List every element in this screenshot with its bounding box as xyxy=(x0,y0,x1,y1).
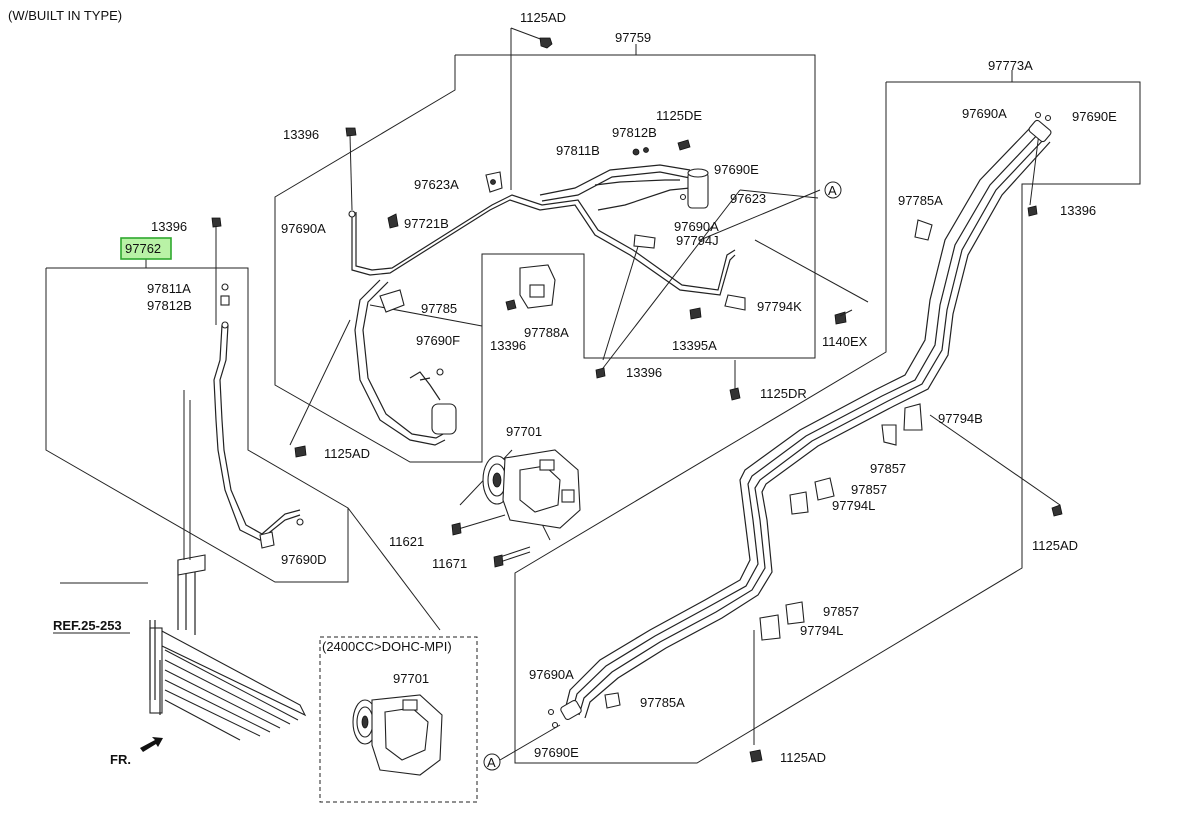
svg-text:97623: 97623 xyxy=(730,191,766,206)
muffler-97690F xyxy=(409,371,457,435)
svg-text:97794K: 97794K xyxy=(757,299,802,314)
svg-text:97794L: 97794L xyxy=(832,498,875,513)
svg-text:97812B: 97812B xyxy=(147,298,192,313)
insulator-97788A xyxy=(519,264,556,309)
svg-text:97857: 97857 xyxy=(823,604,859,619)
svg-text:A: A xyxy=(487,755,496,770)
pipe-97773A xyxy=(547,111,1063,763)
header-note: (W/BUILT IN TYPE) xyxy=(8,8,122,23)
svg-text:97701: 97701 xyxy=(506,424,542,439)
svg-text:97721B: 97721B xyxy=(404,216,449,231)
bracket-97623A xyxy=(485,171,503,193)
svg-text:11621: 11621 xyxy=(389,534,424,549)
svg-text:97690F: 97690F xyxy=(416,333,460,348)
receiver-drier-97623 xyxy=(687,168,709,209)
svg-text:97794B: 97794B xyxy=(938,411,983,426)
variant-box-outline xyxy=(319,636,478,803)
condenser-ref-25-253 xyxy=(149,390,307,741)
svg-text:97811A: 97811A xyxy=(147,281,191,296)
svg-text:97811B: 97811B xyxy=(556,143,600,158)
svg-text:97690E: 97690E xyxy=(534,745,579,760)
svg-text:97759: 97759 xyxy=(615,30,651,45)
svg-text:97701: 97701 xyxy=(393,671,429,686)
svg-text:11671: 11671 xyxy=(432,556,467,571)
svg-text:1125AD: 1125AD xyxy=(520,10,566,25)
svg-text:1125AD: 1125AD xyxy=(324,446,370,461)
group-97762-outline xyxy=(45,258,349,583)
svg-text:1140EX: 1140EX xyxy=(822,334,868,349)
callout-labels: 1125AD 97759 97773A 13396 13396 97762 97… xyxy=(53,10,1117,767)
svg-text:13396: 13396 xyxy=(151,219,187,234)
svg-text:97785: 97785 xyxy=(421,301,457,316)
marker-a-1: A xyxy=(824,181,842,199)
svg-text:97785A: 97785A xyxy=(898,193,943,208)
group-97773A-outline xyxy=(514,70,1141,764)
svg-text:13396: 13396 xyxy=(626,365,662,380)
svg-text:97690A: 97690A xyxy=(962,106,1007,121)
svg-text:97788A: 97788A xyxy=(524,325,569,340)
svg-text:1125AD: 1125AD xyxy=(1032,538,1078,553)
svg-text:97794J: 97794J xyxy=(676,233,719,248)
compressor-97701 xyxy=(451,449,581,568)
svg-text:97623A: 97623A xyxy=(414,177,459,192)
svg-text:13396: 13396 xyxy=(490,338,526,353)
svg-text:97690E: 97690E xyxy=(1072,109,1117,124)
variant-label: (2400CC>DOHC-MPI) xyxy=(322,639,452,654)
svg-text:97812B: 97812B xyxy=(612,125,657,140)
svg-text:97773A: 97773A xyxy=(988,58,1033,73)
leader-lines xyxy=(60,27,1061,761)
svg-text:A: A xyxy=(828,183,837,198)
svg-text:97794L: 97794L xyxy=(800,623,843,638)
pipe-suction-hose xyxy=(351,164,736,446)
svg-text:1125AD: 1125AD xyxy=(780,750,826,765)
svg-text:97690E: 97690E xyxy=(714,162,759,177)
svg-text:97690D: 97690D xyxy=(281,552,327,567)
svg-text:97785A: 97785A xyxy=(640,695,685,710)
highlight-box-97762 xyxy=(120,237,172,260)
fr-label: FR. xyxy=(110,752,131,767)
label-97762: 97762 xyxy=(125,241,161,256)
svg-text:1125DE: 1125DE xyxy=(656,108,702,123)
compressor-97701-variant xyxy=(352,694,443,776)
svg-text:13395A: 13395A xyxy=(672,338,717,353)
svg-text:97690A: 97690A xyxy=(281,221,326,236)
fr-arrow-icon xyxy=(140,737,163,752)
marker-a-2: A xyxy=(483,753,501,771)
svg-text:13396: 13396 xyxy=(1060,203,1096,218)
svg-text:97690A: 97690A xyxy=(674,219,719,234)
svg-text:97857: 97857 xyxy=(851,482,887,497)
ref-label: REF.25-253 xyxy=(53,618,122,633)
svg-text:97857: 97857 xyxy=(870,461,906,476)
group-97759-outline xyxy=(274,44,816,463)
svg-text:13396: 13396 xyxy=(283,127,319,142)
svg-text:97690A: 97690A xyxy=(529,667,574,682)
pipe-97762 xyxy=(211,217,304,549)
fasteners-group-97759 xyxy=(294,37,853,458)
svg-text:1125DR: 1125DR xyxy=(760,386,807,401)
